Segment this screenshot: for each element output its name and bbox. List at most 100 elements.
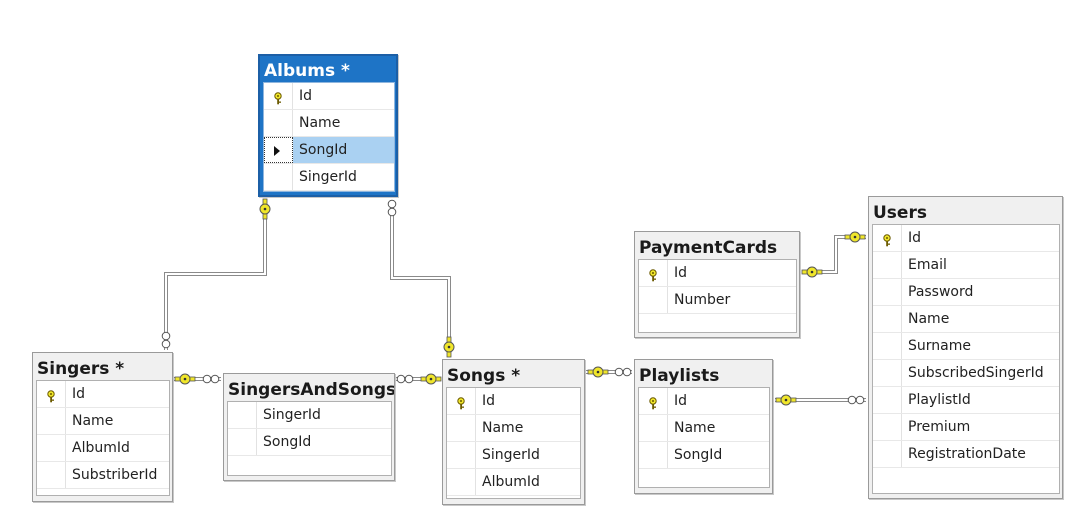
column-row-singersandsongs-songid[interactable]: SongId [228, 429, 391, 456]
relationship-key-end-icon [174, 373, 196, 385]
column-name: SongId [674, 447, 723, 463]
table-title-singers: Singers * [37, 359, 125, 379]
column-name: Password [908, 284, 974, 300]
row-selector[interactable] [264, 137, 293, 163]
row-selector[interactable] [228, 429, 257, 455]
column-row-paymentcards-number[interactable]: Number [639, 287, 796, 314]
primary-key-icon [273, 90, 283, 105]
relationship-many-end-icon-1 [387, 207, 397, 217]
column-row-albums-songid[interactable]: SongId [264, 137, 394, 164]
current-row-arrow-icon [274, 146, 280, 156]
row-selector[interactable] [447, 469, 476, 495]
column-name: Number [674, 292, 731, 308]
table-paymentcards[interactable]: PaymentCards Id Number [634, 231, 800, 338]
row-selector[interactable] [639, 442, 668, 468]
table-title-playlists: Playlists [639, 366, 720, 386]
column-row-users-subscribedsingerid[interactable]: SubscribedSingerId [873, 360, 1059, 387]
row-selector[interactable] [447, 388, 476, 414]
column-row-albums-id[interactable]: Id [264, 83, 394, 110]
relationship-many-end-icon-1 [855, 395, 865, 405]
column-row-users-id[interactable]: Id [873, 225, 1059, 252]
row-selector[interactable] [447, 442, 476, 468]
column-name: Id [299, 88, 313, 104]
column-row-singers-name[interactable]: Name [37, 408, 169, 435]
row-selector[interactable] [447, 415, 476, 441]
column-row-users-password[interactable]: Password [873, 279, 1059, 306]
column-name: Id [482, 393, 496, 409]
column-name: Name [299, 115, 341, 131]
relationship-many-end-icon-1 [161, 339, 171, 349]
relationship-key-end-icon [587, 366, 609, 378]
column-row-singersandsongs-singerid[interactable]: SingerId [228, 402, 391, 429]
column-row-singers-substriberid[interactable]: SubstriberId [37, 462, 169, 489]
column-row-users-surname[interactable]: Surname [873, 333, 1059, 360]
column-row-playlists-name[interactable]: Name [639, 415, 769, 442]
column-name: AlbumId [72, 440, 130, 456]
column-row-users-registrationdate[interactable]: RegistrationDate [873, 441, 1059, 468]
column-name: SongId [299, 142, 348, 158]
primary-key-icon [648, 395, 658, 410]
column-name: Id [72, 386, 86, 402]
column-row-playlists-id[interactable]: Id [639, 388, 769, 415]
table-playlists[interactable]: Playlists Id Name SongId [634, 359, 773, 494]
column-name: Name [482, 420, 524, 436]
row-selector[interactable] [228, 402, 257, 428]
table-singers[interactable]: Singers * Id Name AlbumId SubstriberId [32, 352, 173, 502]
row-selector[interactable] [37, 381, 66, 407]
row-selector[interactable] [37, 462, 66, 488]
column-row-songs-singerid[interactable]: SingerId [447, 442, 580, 469]
column-row-songs-albumid[interactable]: AlbumId [447, 469, 580, 496]
row-selector[interactable] [873, 387, 902, 413]
row-selector[interactable] [873, 306, 902, 332]
row-selector[interactable] [873, 279, 902, 305]
primary-key-icon [456, 395, 466, 410]
row-selector[interactable] [639, 388, 668, 414]
primary-key-icon [648, 267, 658, 282]
row-selector[interactable] [639, 415, 668, 441]
row-selector[interactable] [873, 414, 902, 440]
column-row-playlists-songid[interactable]: SongId [639, 442, 769, 469]
row-selector[interactable] [873, 441, 902, 467]
column-name: SingerId [482, 447, 540, 463]
column-row-singers-albumid[interactable]: AlbumId [37, 435, 169, 462]
column-grid-singersandsongs: SingerId SongId [227, 401, 392, 476]
table-users[interactable]: Users Id Email Password Name Surname Sub… [868, 196, 1063, 499]
row-selector[interactable] [873, 252, 902, 278]
column-row-albums-name[interactable]: Name [264, 110, 394, 137]
row-selector[interactable] [264, 164, 293, 190]
column-name: PlaylistId [908, 392, 971, 408]
column-row-songs-name[interactable]: Name [447, 415, 580, 442]
row-selector[interactable] [639, 287, 668, 313]
relationship-many-end-icon-1 [404, 374, 414, 384]
column-row-albums-singerid[interactable]: SingerId [264, 164, 394, 191]
primary-key-icon [46, 388, 56, 403]
relationship-many-end-icon-0 [387, 199, 397, 209]
relationship-many-end-icon-0 [202, 374, 212, 384]
column-row-paymentcards-id[interactable]: Id [639, 260, 796, 287]
column-name: Name [908, 311, 950, 327]
relationship-songs-albums-inner [391, 200, 450, 357]
row-selector[interactable] [639, 260, 668, 286]
table-singersandsongs[interactable]: SingersAndSongs SingerId SongId [223, 373, 395, 481]
row-selector[interactable] [873, 360, 902, 386]
row-selector[interactable] [264, 110, 293, 136]
column-row-users-playlistid[interactable]: PlaylistId [873, 387, 1059, 414]
column-row-singers-id[interactable]: Id [37, 381, 169, 408]
column-row-songs-id[interactable]: Id [447, 388, 580, 415]
table-songs[interactable]: Songs * Id Name SingerId AlbumId [442, 359, 585, 505]
table-albums[interactable]: Albums * Id Name SongId SingerId [258, 54, 398, 197]
row-selector[interactable] [264, 83, 293, 109]
relationship-key-end-icon [775, 394, 797, 406]
column-name: Surname [908, 338, 971, 354]
column-grid-albums: Id Name SongId SingerId [263, 82, 395, 192]
column-row-users-premium[interactable]: Premium [873, 414, 1059, 441]
column-grid-songs: Id Name SingerId AlbumId [446, 387, 581, 499]
column-row-users-email[interactable]: Email [873, 252, 1059, 279]
row-selector[interactable] [37, 435, 66, 461]
row-selector[interactable] [873, 333, 902, 359]
column-row-users-name[interactable]: Name [873, 306, 1059, 333]
row-selector[interactable] [37, 408, 66, 434]
relationship-many-end-icon-1 [622, 367, 632, 377]
row-selector[interactable] [873, 225, 902, 251]
